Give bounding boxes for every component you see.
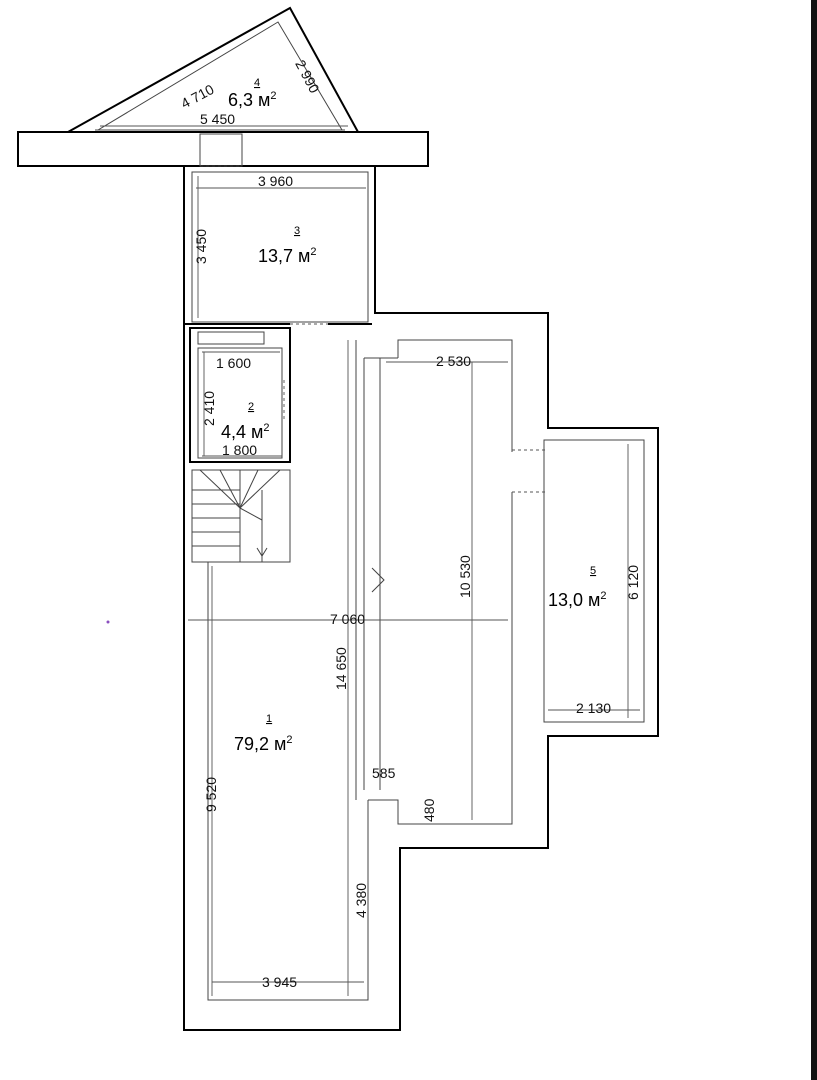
dim-1600: 1 600 [216, 355, 251, 371]
stairs-box [191, 469, 291, 563]
room-2-inner [197, 347, 283, 459]
dim-3450: 3 450 [193, 229, 209, 264]
dim-2130: 2 130 [576, 700, 611, 716]
room-2-wall [189, 327, 291, 463]
dim-10530: 10 530 [457, 555, 473, 598]
outer-walls [17, 6, 659, 1031]
room-label-2: 2 4,4 м2 [221, 401, 270, 442]
room-area: 13,7 м2 [258, 246, 317, 266]
room-label-1: 1 79,2 м2 [234, 713, 293, 754]
right-edge-bar [811, 0, 817, 1080]
room-area: 79,2 м2 [234, 734, 293, 754]
dim-4380: 4 380 [353, 883, 369, 918]
room-label-4: 4 6,3 м2 [228, 77, 277, 110]
room-id: 3 [294, 225, 300, 237]
room-5-inner [543, 439, 645, 723]
dimension-lines [100, 125, 640, 996]
dim-2410: 2 410 [201, 391, 217, 426]
inner-walls [95, 21, 645, 1001]
dim-4710: 4 710 [178, 81, 217, 112]
dim-3945: 3 945 [262, 974, 297, 990]
dim-5450: 5 450 [200, 111, 235, 127]
dim-7060: 7 060 [330, 611, 365, 627]
bay-inner [97, 21, 343, 131]
room-label-3: 3 13,7 м2 [258, 225, 317, 266]
room-1-right-inner [368, 492, 513, 825]
stray-dot [106, 620, 110, 624]
dim-2990: 2 990 [292, 57, 323, 96]
hall-top-inner [397, 339, 513, 452]
main-outer-wall [183, 166, 659, 1031]
dim-14650: 14 650 [333, 647, 349, 690]
dim-3960: 3 960 [258, 173, 293, 189]
doorway-gap [199, 133, 243, 167]
bay-wall [67, 6, 359, 133]
room-1-inner [207, 562, 369, 1001]
room-id: 2 [248, 401, 254, 413]
room-id: 5 [590, 565, 596, 577]
dim-1800: 1 800 [222, 442, 257, 458]
room-2-fixture [197, 331, 265, 345]
room-area: 13,0 м2 [548, 590, 607, 610]
room-id: 1 [266, 713, 272, 725]
room-label-5: 5 13,0 м2 [548, 565, 607, 610]
dim-2530: 2 530 [436, 353, 471, 369]
room-id: 4 [254, 77, 260, 89]
dim-480: 480 [421, 798, 437, 822]
top-ledge-wall [17, 131, 429, 167]
room-area: 6,3 м2 [228, 90, 277, 110]
dim-9520: 9 520 [203, 777, 219, 812]
dim-585: 585 [372, 765, 396, 781]
dimension-labels: 4 710 2 990 5 450 3 960 3 450 1 600 2 41… [178, 57, 641, 990]
stairs-treads [192, 469, 281, 562]
corridor-arrow [371, 567, 385, 593]
dim-6120: 6 120 [625, 565, 641, 600]
room-3-inner [191, 171, 369, 323]
room-area: 4,4 м2 [221, 422, 270, 442]
